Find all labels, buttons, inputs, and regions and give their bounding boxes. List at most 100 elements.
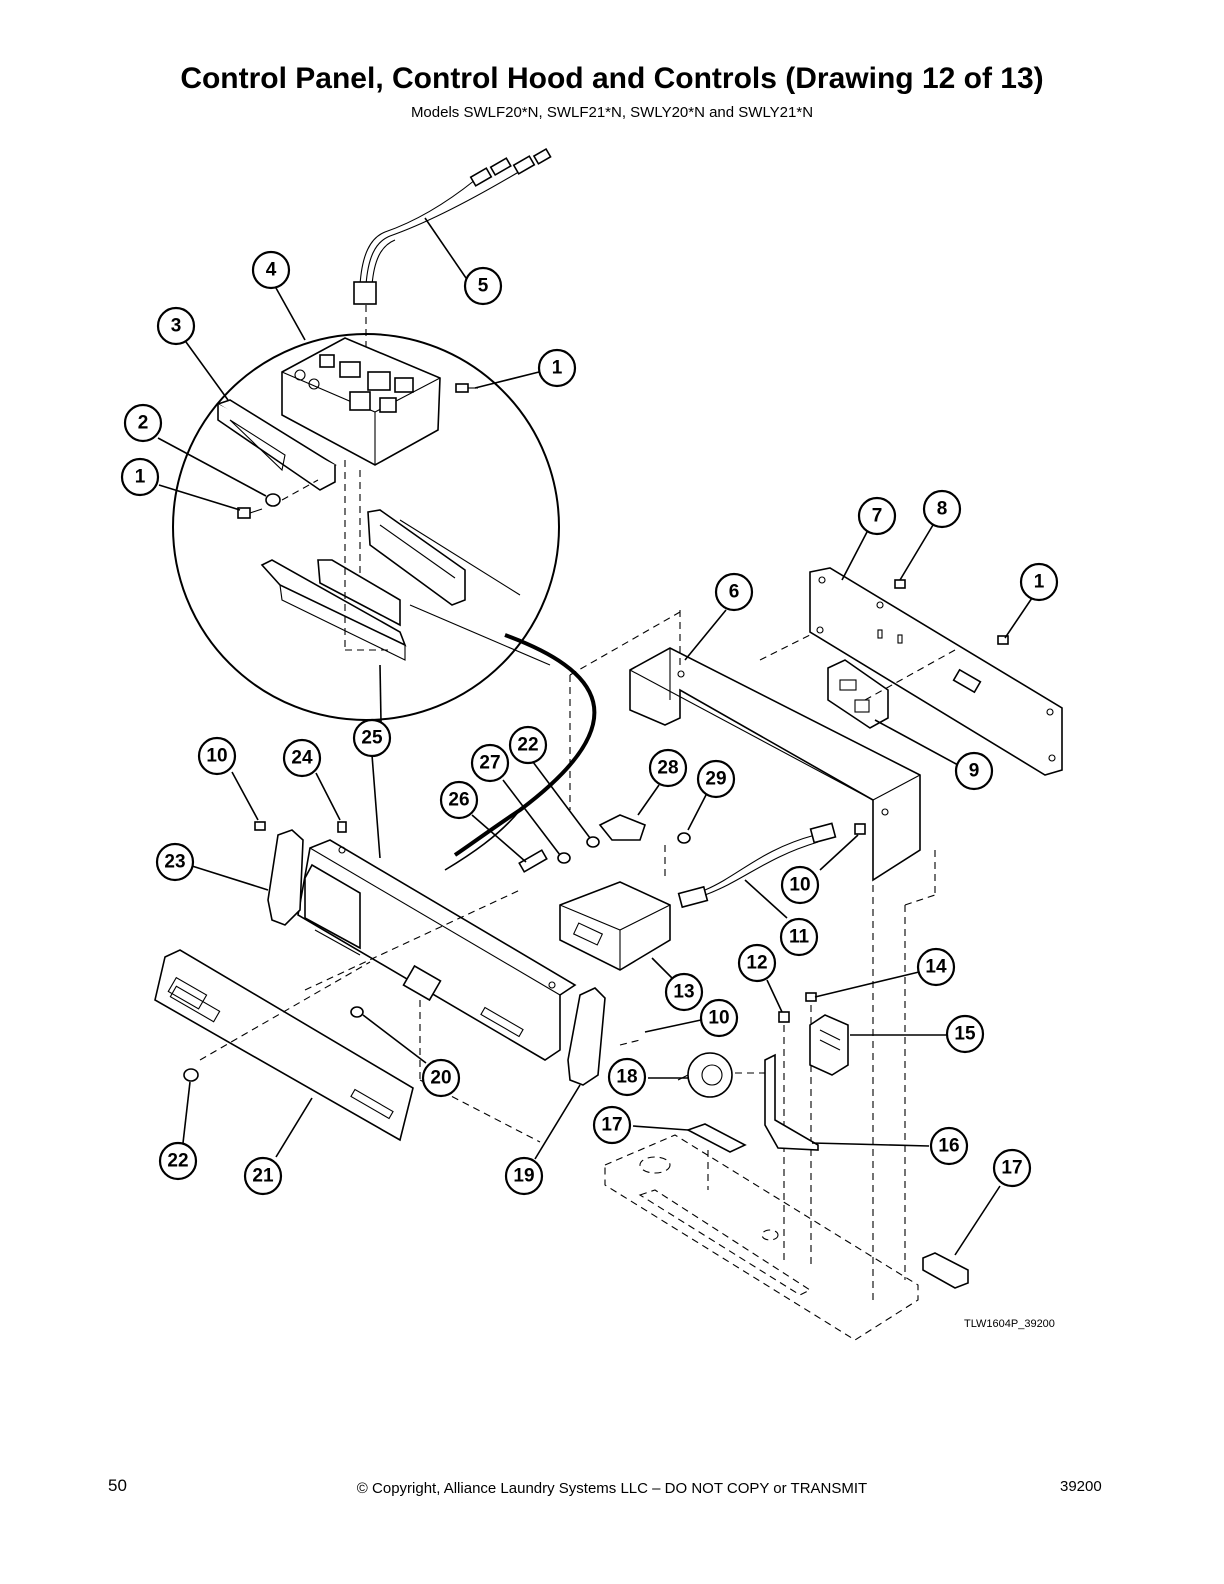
svg-text:23: 23 bbox=[164, 852, 185, 873]
callout-11: 11 bbox=[779, 917, 819, 957]
nut-29 bbox=[677, 832, 691, 844]
callout-17: 17 bbox=[592, 1105, 632, 1145]
svg-text:25: 25 bbox=[361, 728, 383, 749]
screw-10b bbox=[854, 823, 866, 835]
svg-text:7: 7 bbox=[872, 506, 883, 527]
knob-18 bbox=[677, 1052, 733, 1098]
callout-21: 21 bbox=[243, 1156, 283, 1196]
callout-10: 10 bbox=[780, 865, 820, 905]
screw-8 bbox=[894, 579, 906, 589]
callout-8: 8 bbox=[922, 489, 962, 529]
switch-28 bbox=[598, 814, 646, 841]
hood-detail bbox=[260, 509, 551, 666]
wire-harness-5 bbox=[353, 147, 552, 305]
trim-19 bbox=[567, 987, 606, 1086]
svg-text:14: 14 bbox=[925, 957, 947, 978]
callout-7: 7 bbox=[857, 496, 897, 536]
callout-22: 22 bbox=[158, 1141, 198, 1181]
callout-22: 22 bbox=[508, 725, 548, 765]
page-number: 50 bbox=[108, 1476, 127, 1495]
control-hood-6 bbox=[629, 647, 921, 882]
screw-10a bbox=[254, 821, 266, 831]
svg-text:24: 24 bbox=[291, 748, 313, 769]
callout-26: 26 bbox=[439, 780, 479, 820]
label-17a bbox=[686, 1123, 747, 1153]
svg-text:2: 2 bbox=[138, 413, 149, 434]
svg-text:3: 3 bbox=[171, 316, 182, 337]
pcb-9 bbox=[827, 659, 889, 729]
svg-text:26: 26 bbox=[448, 790, 469, 811]
relay-15 bbox=[809, 1014, 849, 1076]
callout-29: 29 bbox=[696, 759, 736, 799]
page-subtitle: Models SWLF20*N, SWLF21*N, SWLY20*N and … bbox=[410, 104, 814, 121]
callout-25: 25 bbox=[352, 718, 392, 758]
callout-13: 13 bbox=[664, 972, 704, 1012]
nut-22a bbox=[586, 836, 600, 848]
console-25 bbox=[297, 839, 577, 1061]
screw-1c bbox=[997, 635, 1009, 645]
svg-text:28: 28 bbox=[657, 758, 678, 779]
callout-14: 14 bbox=[916, 947, 956, 987]
svg-text:12: 12 bbox=[746, 953, 767, 974]
callout-12: 12 bbox=[737, 943, 777, 983]
callout-23: 23 bbox=[155, 842, 195, 882]
svg-text:9: 9 bbox=[969, 761, 980, 782]
svg-text:13: 13 bbox=[673, 982, 694, 1003]
page-title: Control Panel, Control Hood and Controls… bbox=[180, 62, 1044, 95]
callout-27: 27 bbox=[470, 743, 510, 783]
svg-text:20: 20 bbox=[430, 1068, 451, 1089]
drawing-id: TLW1604P_39200 bbox=[964, 1318, 1055, 1330]
callout-5: 5 bbox=[463, 266, 503, 306]
label-17b bbox=[922, 1252, 969, 1289]
spacer-26 bbox=[518, 849, 548, 873]
leader-lines bbox=[157, 217, 1033, 1256]
washer-2 bbox=[265, 493, 281, 507]
callout-1: 1 bbox=[120, 457, 160, 497]
callout-3: 3 bbox=[156, 306, 196, 346]
callout-4: 4 bbox=[251, 250, 291, 290]
back-panel-7 bbox=[809, 567, 1063, 776]
svg-text:21: 21 bbox=[252, 1166, 274, 1187]
screw-24 bbox=[337, 821, 347, 833]
overlay-21 bbox=[154, 949, 414, 1142]
screw-1a bbox=[455, 383, 478, 393]
screw-14 bbox=[805, 992, 817, 1002]
callout-19: 19 bbox=[504, 1156, 544, 1196]
screw-12 bbox=[778, 1011, 790, 1023]
callout-24: 24 bbox=[282, 738, 322, 778]
svg-text:17: 17 bbox=[601, 1115, 622, 1136]
svg-text:1: 1 bbox=[135, 467, 146, 488]
washer-27 bbox=[557, 852, 571, 864]
nut-22b bbox=[183, 1068, 199, 1082]
svg-text:29: 29 bbox=[705, 769, 726, 790]
svg-text:1: 1 bbox=[552, 358, 563, 379]
svg-text:6: 6 bbox=[729, 582, 740, 603]
callout-15: 15 bbox=[945, 1014, 985, 1054]
svg-text:17: 17 bbox=[1001, 1158, 1022, 1179]
callout-28: 28 bbox=[648, 748, 688, 788]
svg-text:16: 16 bbox=[938, 1136, 959, 1157]
svg-text:22: 22 bbox=[517, 735, 538, 756]
svg-text:8: 8 bbox=[937, 499, 948, 520]
screw-1b bbox=[237, 507, 263, 519]
callout-20: 20 bbox=[421, 1058, 461, 1098]
callout-10: 10 bbox=[197, 736, 237, 776]
svg-text:1: 1 bbox=[1034, 572, 1045, 593]
cabinet-top-outline bbox=[604, 1134, 919, 1341]
svg-text:18: 18 bbox=[616, 1067, 637, 1088]
button-20 bbox=[350, 1006, 364, 1018]
svg-text:11: 11 bbox=[789, 927, 810, 948]
svg-text:19: 19 bbox=[513, 1166, 534, 1187]
control-board-4 bbox=[281, 337, 441, 466]
harness-11 bbox=[677, 822, 837, 909]
callout-10: 10 bbox=[699, 998, 739, 1038]
detail-connector-arc bbox=[453, 633, 597, 857]
callout-1: 1 bbox=[1019, 562, 1059, 602]
trim-23 bbox=[267, 829, 304, 926]
svg-text:15: 15 bbox=[954, 1024, 976, 1045]
callout-16: 16 bbox=[929, 1126, 969, 1166]
module-13 bbox=[559, 881, 671, 971]
bracket-3 bbox=[216, 399, 337, 491]
svg-text:4: 4 bbox=[266, 260, 277, 281]
